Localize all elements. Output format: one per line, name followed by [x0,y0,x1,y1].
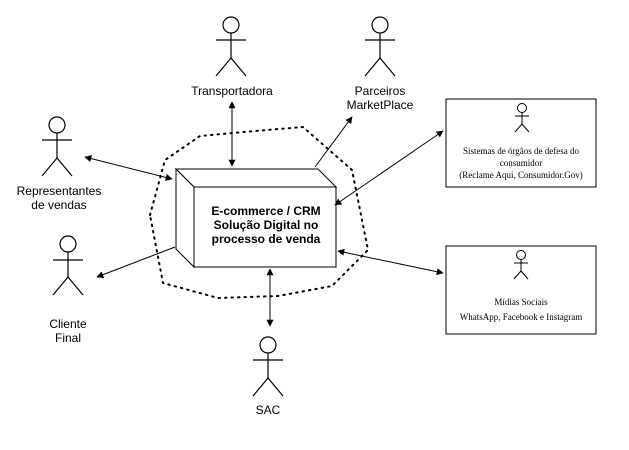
box-midias-actor-icon [513,250,529,280]
box-defesa-consumidor[interactable] [445,98,597,188]
center-box-side-face [175,167,195,269]
actor-cliente-label: Cliente Final [20,317,116,345]
center-box[interactable] [174,167,338,269]
actor-representantes-icon[interactable] [41,116,73,177]
center-box-label: E-commerce / CRM Solução Digital no proc… [196,204,336,246]
center-box-top-face [174,168,338,188]
box-label-line: (Reclame Aqui, Consumidor.Gov) [459,170,583,180]
center-box-front-face [193,186,337,268]
center-label-line: E-commerce / CRM [211,204,321,218]
box-defesa-label: Sistemas de órgãos de defesa do consumid… [446,145,596,181]
actor-label-line: SAC [255,403,281,417]
box-defesa-actor-icon [514,103,530,133]
actor-parceiros-label: Parceiros MarketPlace [320,84,440,112]
actor-label-line: MarketPlace [346,98,414,112]
actor-label-line: Parceiros [354,84,406,98]
actor-label-line: Representantes [16,184,102,198]
arrow-midias [337,248,444,276]
arrow-representantes [84,155,173,181]
center-label-line: processo de venda [211,232,321,246]
arrow-cliente [96,246,176,279]
arrow-parceiros [314,116,353,168]
actor-transportadora-icon[interactable] [215,16,247,77]
dotted-boundary [148,125,370,300]
actor-parceiros-icon[interactable] [364,16,396,77]
actor-label-line: Cliente [49,317,87,331]
box-label-line: Mídias Sociais [494,297,548,307]
box-label-line: Sistemas de órgãos de defesa do [462,146,580,156]
box-midias-label: Mídias Sociais WhatsApp, Facebook e Inst… [446,296,596,323]
actor-label-line: Final [54,331,81,345]
actor-label-line: Transportadora [191,84,273,98]
actor-sac-icon[interactable] [252,336,284,397]
actor-sac-label: SAC [230,403,306,417]
actor-label-line: de vendas [31,198,87,212]
actor-transportadora-label: Transportadora [172,84,292,98]
actor-representantes-label: Representantes de vendas [0,184,118,212]
box-label-line: WhatsApp, Facebook e Instagram [459,312,583,322]
center-label-line: Solução Digital no [213,218,319,232]
actor-cliente-icon[interactable] [52,235,84,296]
box-label-line: consumidor [499,158,543,168]
arrow-defesa [334,130,444,206]
